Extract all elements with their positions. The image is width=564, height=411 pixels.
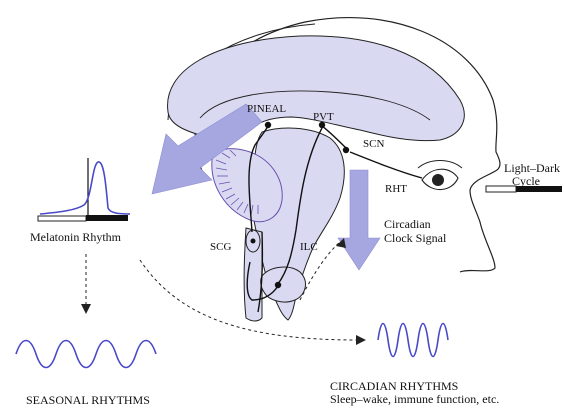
circadian-rhythms-label: CIRCADIAN RHYTHMS <box>330 379 458 393</box>
melatonin-dark-phase <box>86 215 128 221</box>
circadian-signal-label-line2: Clock Signal <box>384 231 447 245</box>
rht-label: RHT <box>385 183 407 195</box>
seasonal-rhythms-label: SEASONAL RHYTHMS <box>26 393 150 407</box>
scg-label: SCG <box>210 241 231 253</box>
dashed-arrowheads <box>81 238 366 345</box>
light-dark-label-line1: Light–Dark <box>504 161 560 175</box>
scg-node <box>251 239 256 244</box>
pineal-label: PINEAL <box>247 103 286 115</box>
pvt-label: PVT <box>313 111 334 123</box>
dashed-connectors <box>86 242 358 340</box>
circadian-wave <box>378 324 448 357</box>
ilc-label: ILC <box>300 241 318 253</box>
scn-node <box>343 147 349 153</box>
ilc-node <box>275 282 281 288</box>
melatonin-light-phase <box>38 216 86 221</box>
eye <box>418 161 462 190</box>
melatonin-rhythm-label: Melatonin Rhythm <box>30 230 122 244</box>
circadian-signal-label-line1: Circadian <box>384 217 431 231</box>
circadian-examples-label: Sleep–wake, immune function, etc. <box>330 392 499 406</box>
seasonal-wave <box>16 341 156 368</box>
light-dark-label-line2: Cycle <box>512 174 540 188</box>
circadian-signal-arrow <box>338 170 380 270</box>
scn-label: SCN <box>363 138 384 150</box>
melatonin-rhythm-plot <box>38 158 130 221</box>
pineal-node <box>265 122 271 128</box>
melatonin-curve <box>40 162 130 214</box>
